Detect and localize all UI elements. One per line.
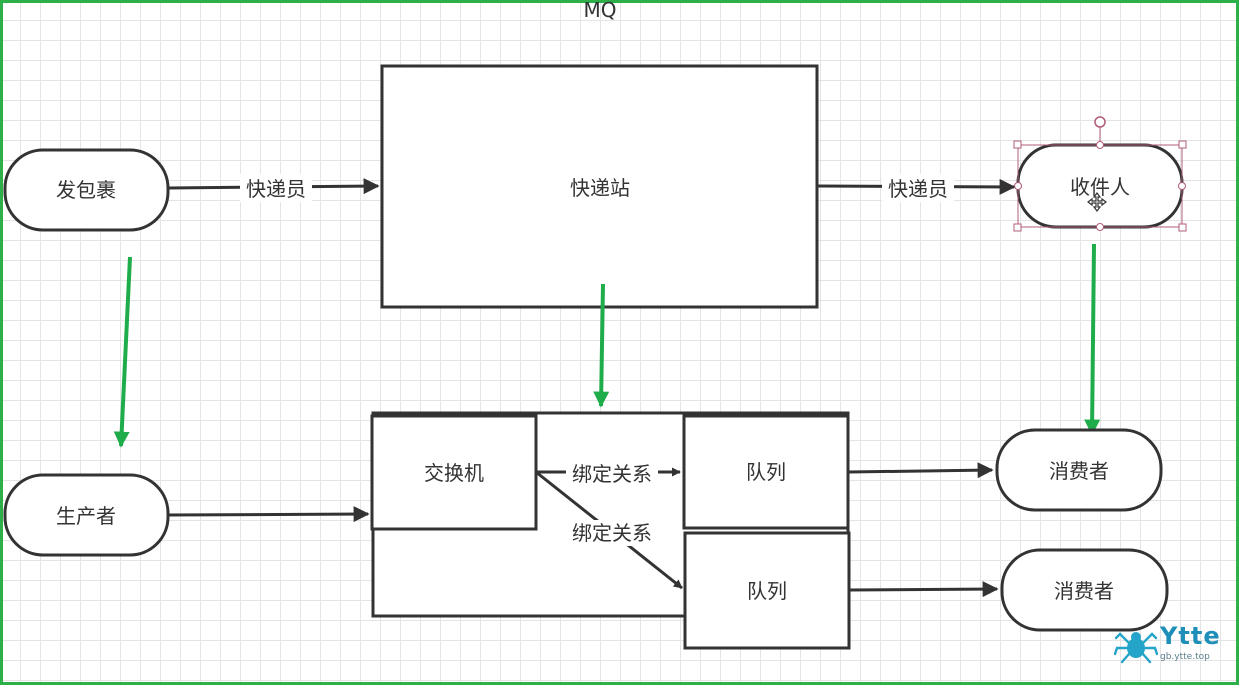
move-cursor-icon (1087, 192, 1107, 212)
node-exchange[interactable] (370, 414, 538, 531)
resize-handle[interactable] (1178, 182, 1186, 190)
resize-handle[interactable] (1014, 182, 1022, 190)
selection-box[interactable] (1013, 116, 1187, 232)
edge-producer-exchange[interactable] (167, 506, 370, 523)
node-consumer-1[interactable] (995, 428, 1163, 512)
edge-queue1-consumer1[interactable] (848, 462, 994, 479)
spider-logo-icon (1114, 632, 1158, 664)
edge-label-bg (240, 174, 312, 202)
node-queue-1-label: 队列 (746, 460, 786, 484)
node-queue-1[interactable] (682, 414, 850, 530)
node-courier-station[interactable] (380, 64, 819, 309)
diagram-title: MQ (584, 0, 617, 22)
edge-label-bg (566, 520, 658, 546)
resize-handle[interactable] (1178, 140, 1187, 149)
mapping-arrow-consumer (1084, 243, 1101, 436)
node-consumer-2[interactable] (1000, 548, 1169, 632)
resize-handle[interactable] (1096, 223, 1104, 231)
node-queue-2[interactable] (683, 531, 851, 650)
watermark-title: Ytte (1160, 622, 1221, 650)
node-producer-label: 生产者 (56, 504, 116, 528)
edge-queue2-consumer2[interactable] (848, 581, 999, 598)
mapping-arrow-broker (593, 283, 610, 408)
node-courier-station-label: 快递站 (570, 176, 630, 200)
rotate-handle[interactable] (1094, 116, 1106, 128)
edge-binding-1-label: 绑定关系 (572, 462, 652, 486)
edge-label-bg (882, 174, 954, 202)
node-consumer-1-label: 消费者 (1049, 459, 1109, 483)
node-exchange-label: 交换机 (424, 461, 484, 485)
resize-handle[interactable] (1096, 141, 1104, 149)
watermark-subtitle: gb.ytte.top (1160, 652, 1210, 662)
node-queue-2-label: 队列 (747, 579, 787, 603)
resize-handle[interactable] (1013, 223, 1022, 232)
watermark: Ytte gb.ytte.top (1114, 622, 1224, 668)
node-consumer-2-label: 消费者 (1054, 579, 1114, 603)
mapping-arrow-producer (113, 256, 132, 448)
edge-courier-out-label: 快递员 (888, 177, 948, 201)
node-send-package[interactable] (3, 148, 170, 232)
resize-handle[interactable] (1178, 223, 1187, 232)
edge-courier-in-label: 快递员 (246, 177, 306, 201)
edge-binding-2-label: 绑定关系 (572, 521, 652, 545)
resize-handle[interactable] (1013, 140, 1022, 149)
node-receiver-label: 收件人 (1070, 175, 1130, 199)
edge-label-bg (566, 460, 658, 486)
node-send-package-label: 发包裹 (56, 178, 116, 202)
